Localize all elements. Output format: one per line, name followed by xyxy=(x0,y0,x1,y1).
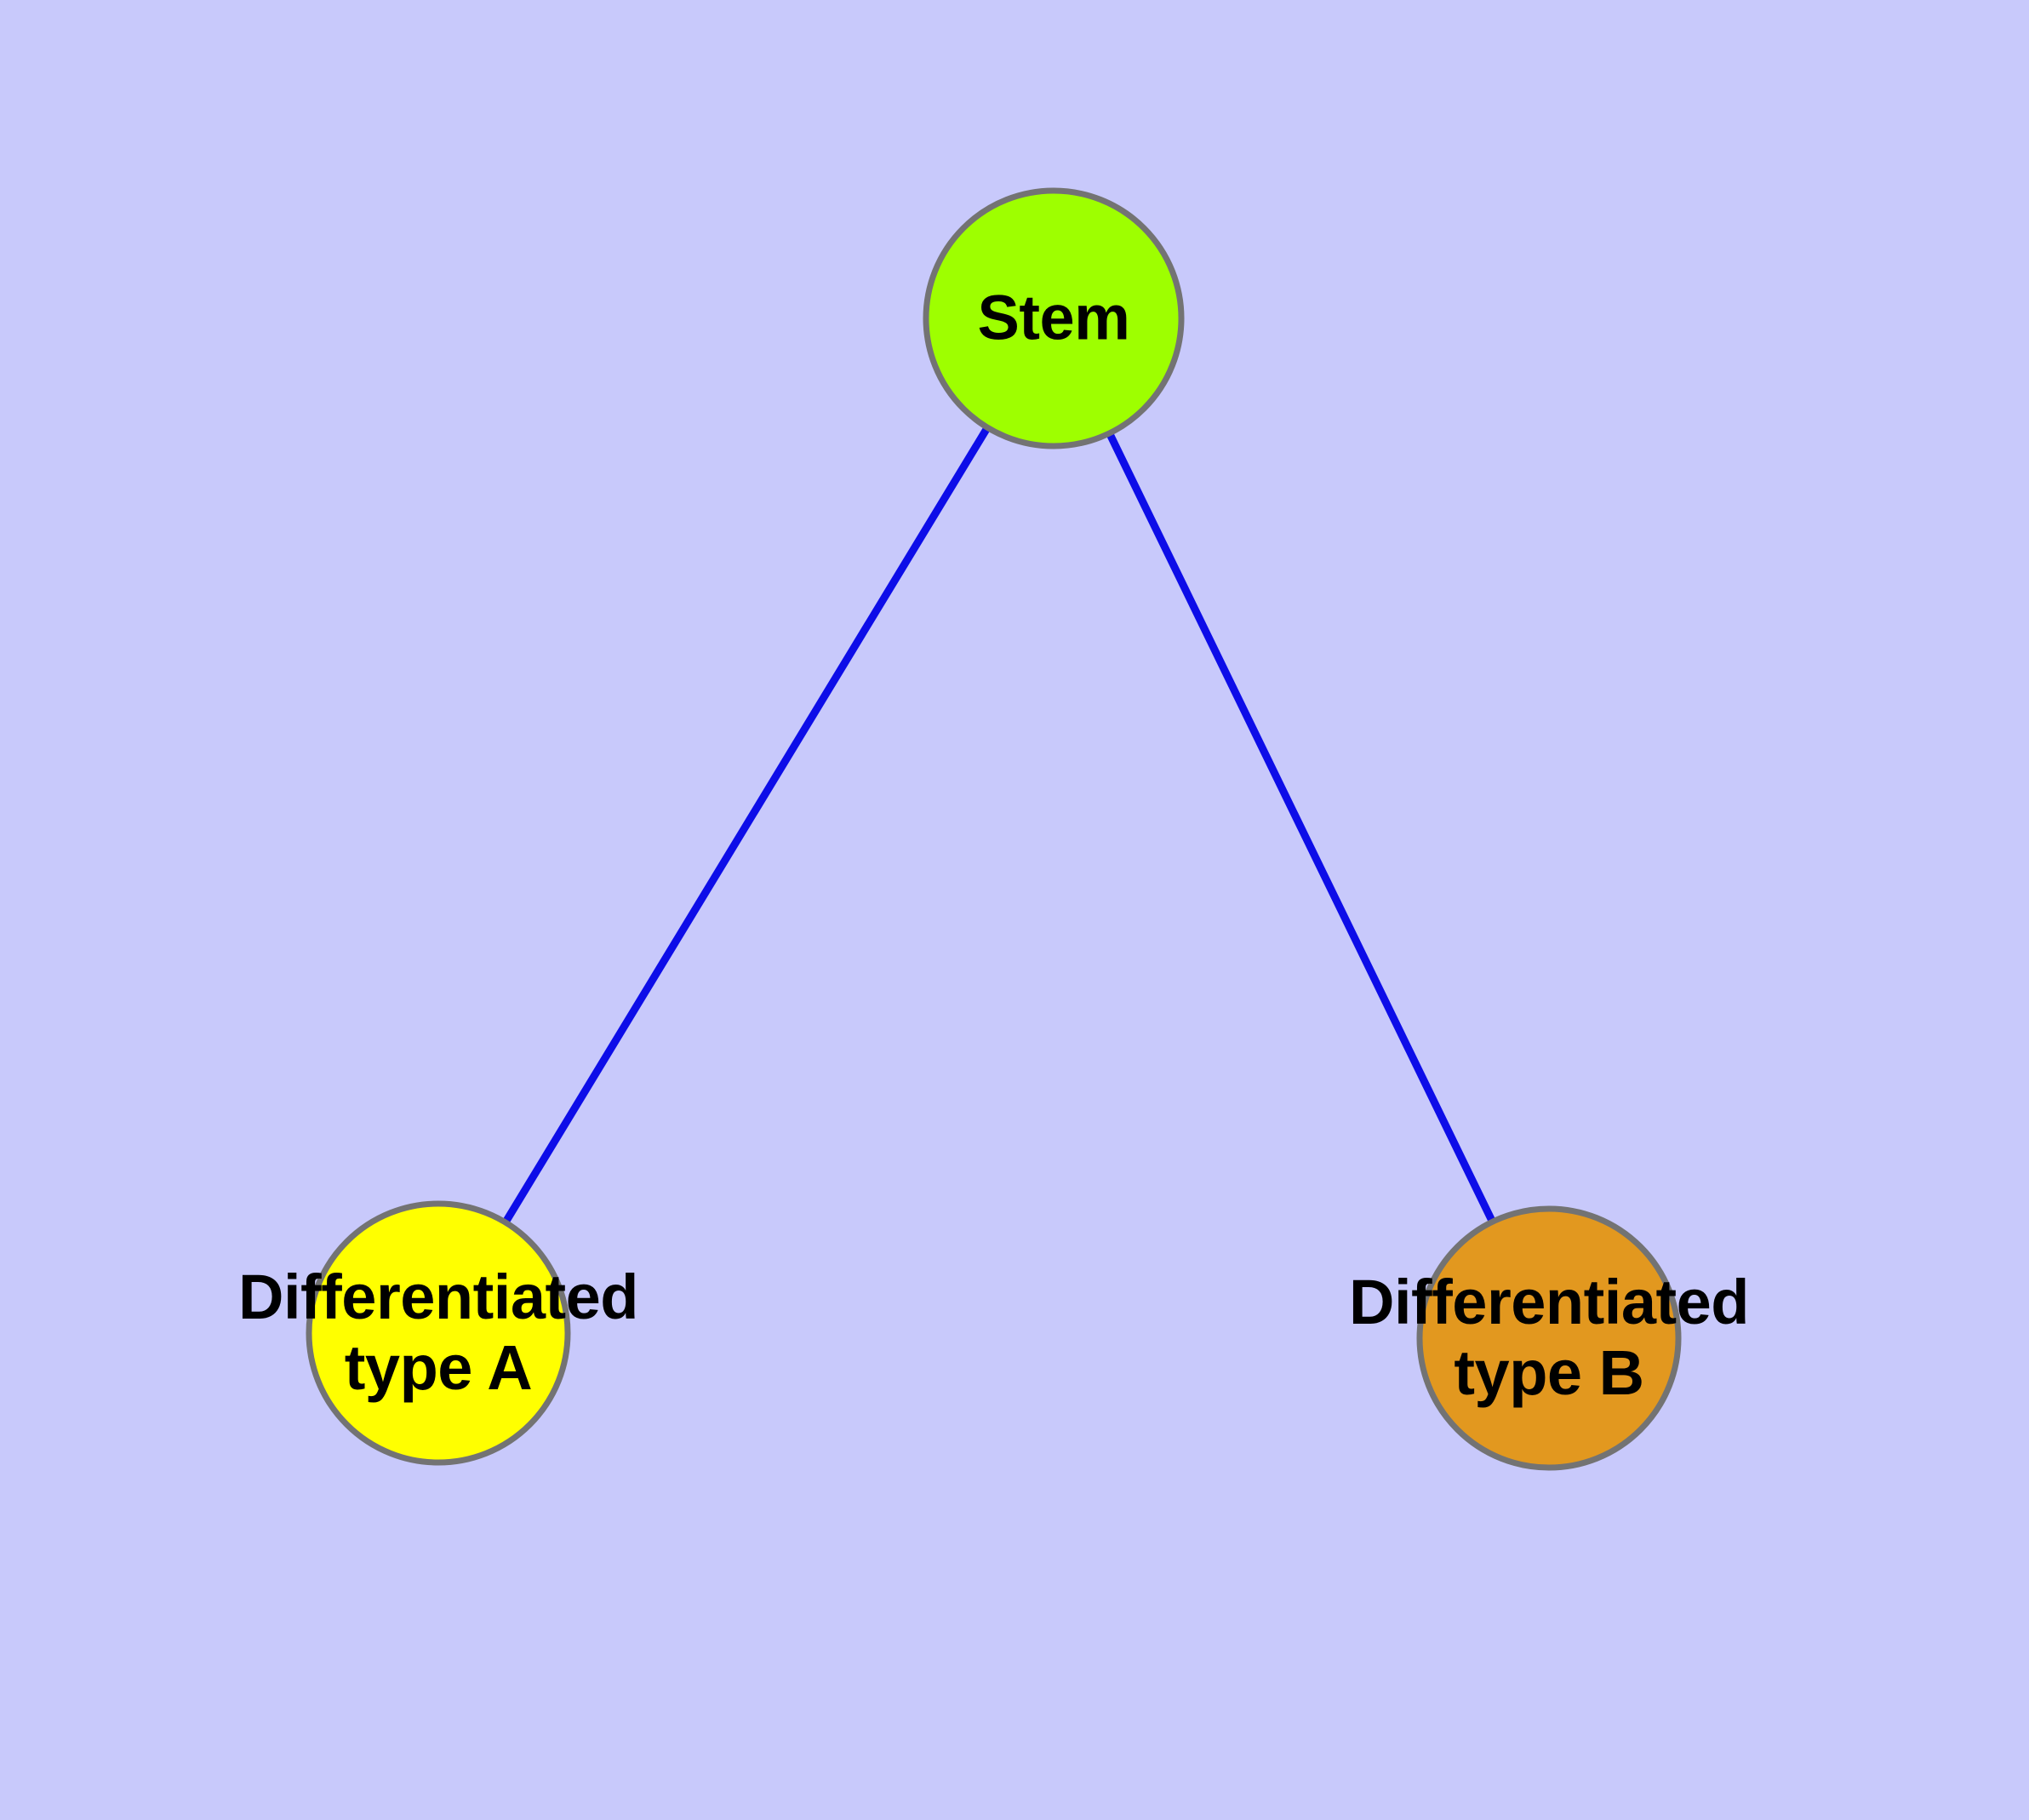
node-differentiated-type-a[interactable] xyxy=(306,1200,571,1466)
node-stem[interactable] xyxy=(923,187,1185,449)
edge-stem-to-type-b[interactable] xyxy=(1049,317,1553,1340)
edge-stem-to-type-a[interactable] xyxy=(435,316,1057,1336)
node-differentiated-type-b[interactable] xyxy=(1416,1205,1682,1471)
